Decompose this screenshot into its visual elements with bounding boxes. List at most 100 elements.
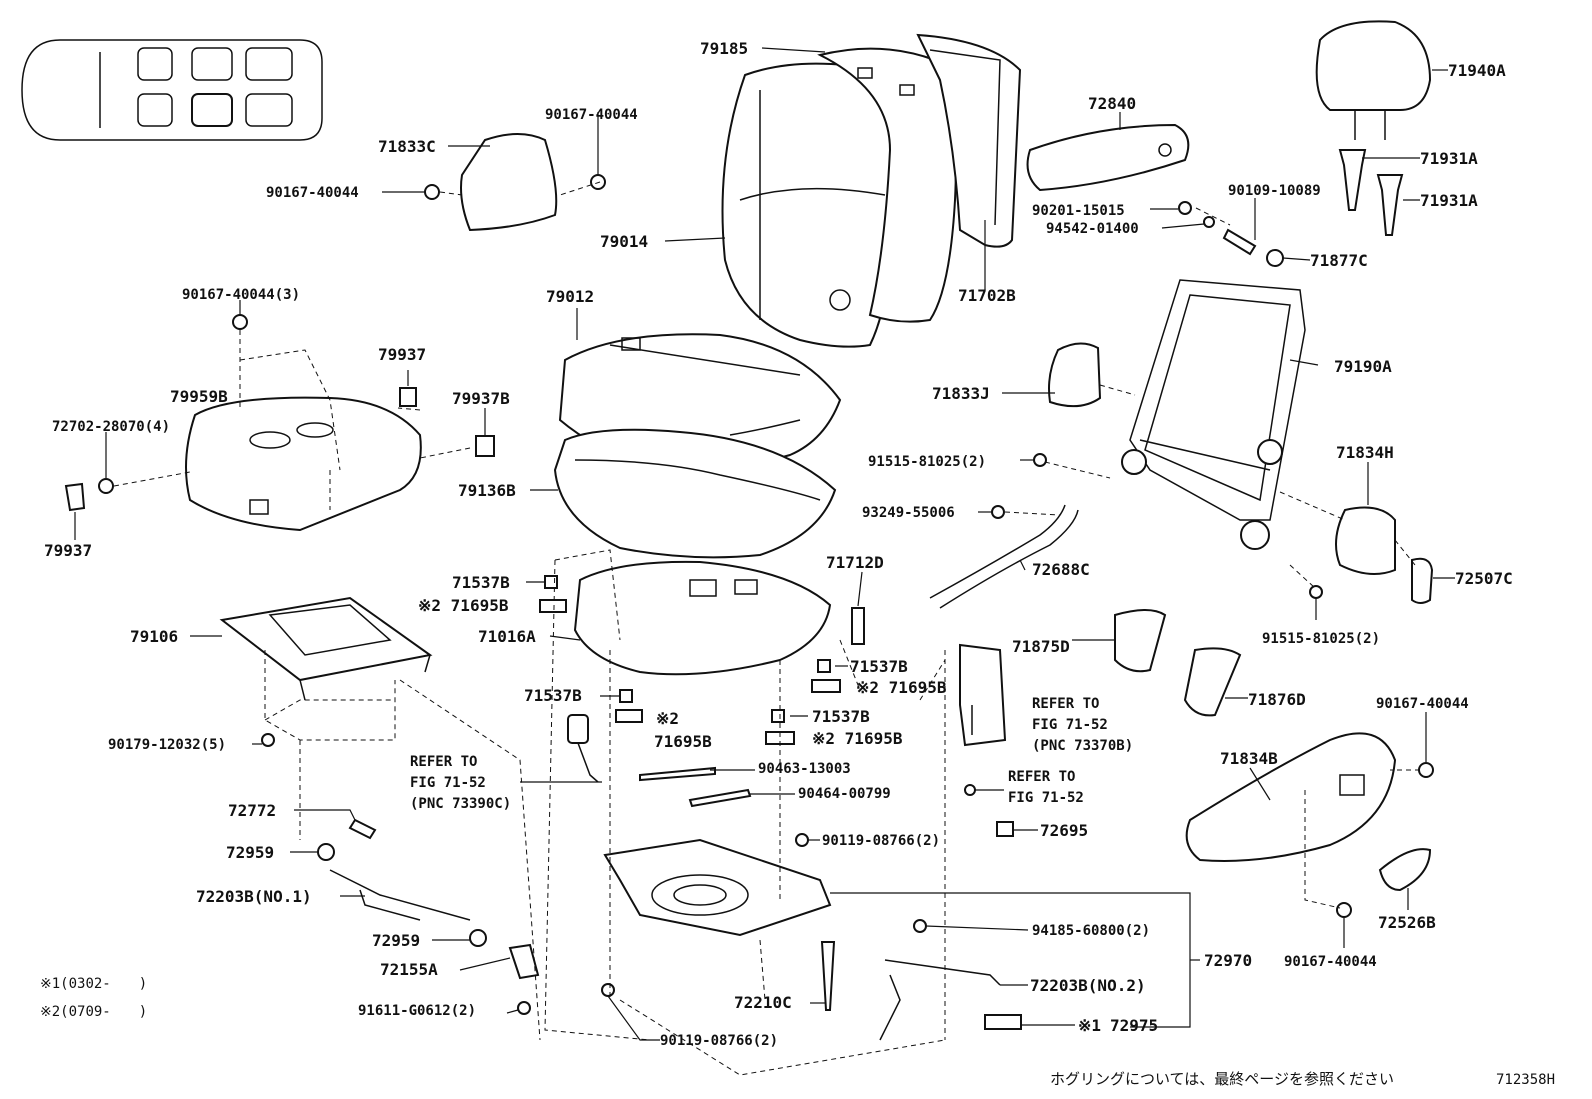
- part-label: 72970: [1204, 951, 1252, 970]
- part-label: 79937B: [452, 389, 510, 408]
- part-label: 79937: [378, 345, 426, 364]
- part-label: 90201-15015: [1032, 203, 1125, 219]
- label-72975: [984, 1014, 1022, 1030]
- label-71695B-b: [811, 679, 841, 693]
- bolt-91515-81025-a: [1033, 453, 1047, 467]
- part-label: 71931A: [1420, 191, 1478, 210]
- figure-code: 712358H: [1496, 1072, 1555, 1088]
- part-label: 91515-81025(2): [1262, 631, 1380, 647]
- clip-72210C: [820, 941, 836, 1011]
- part-label: 90167-40044: [1376, 696, 1469, 712]
- part-label: 72702-28070(4): [52, 419, 170, 435]
- part-label: 72155A: [380, 960, 438, 979]
- part-label: 91515-81025(2): [868, 454, 986, 470]
- part-label: 71833J: [932, 384, 990, 403]
- part-label: 79106: [130, 627, 178, 646]
- bolt-93249-55006: [991, 505, 1005, 519]
- part-label: ※1: [1078, 1016, 1101, 1035]
- pad-71537B-d: [771, 709, 785, 723]
- clip-79937-a: [399, 387, 417, 407]
- clip-79937-b: [64, 482, 86, 512]
- footnotes: ※1(0302- ) ※2(0709- ): [40, 976, 147, 1020]
- seatback-board-71702B: [916, 33, 1022, 248]
- leader-lines: [74, 47, 1455, 1041]
- refer-line: REFER TO: [1032, 696, 1099, 712]
- cap-71877C: [1266, 249, 1284, 267]
- part-label: 71537B: [812, 707, 870, 726]
- screw-90167-40044-3: [232, 314, 248, 330]
- refer-line: FIG 71-52: [1008, 790, 1084, 806]
- part-label: 72840: [1088, 94, 1136, 113]
- part-label: 71940A: [1448, 61, 1506, 80]
- panel-71876D: [1183, 647, 1242, 717]
- part-label: 71537B: [452, 573, 510, 592]
- part-label: 90179-12032(5): [108, 737, 226, 753]
- assembly-lines: [113, 181, 1420, 1076]
- part-label: 79012: [546, 287, 594, 306]
- part-label: 93249-55006: [862, 505, 955, 521]
- part-label: 79014: [600, 232, 648, 251]
- cable-72688C: [929, 504, 1079, 609]
- part-label: 79136B: [458, 481, 516, 500]
- screw-90167-40044-d: [1336, 902, 1352, 918]
- cover-71833C: [460, 133, 558, 232]
- footnote-1: ※1(0302- ): [40, 976, 147, 992]
- seatback-frame-79190A: [1121, 279, 1306, 550]
- part-label: 94185-60800(2): [1032, 923, 1150, 939]
- part-label: 91611-G0612(2): [358, 1003, 476, 1019]
- part-label: 71016A: [478, 627, 536, 646]
- part-label: 79190A: [1334, 357, 1392, 376]
- buckle-left: [567, 714, 599, 783]
- part-label: 72975: [1110, 1016, 1158, 1035]
- footer-note: ホグリングについては、最終ページを参照ください: [1050, 1070, 1394, 1088]
- refer-line: FIG 71-52: [410, 775, 486, 791]
- label-71695B-c: [615, 709, 643, 723]
- part-label: 71537B: [850, 657, 908, 676]
- part-label: 90119-08766(2): [822, 833, 940, 849]
- headrest-support-71931A: [1338, 149, 1404, 236]
- part-label: 94542-01400: [1046, 221, 1139, 237]
- armrest-72840: [1026, 123, 1190, 192]
- bracket-72155A: [508, 943, 540, 980]
- pad-71537B-b: [817, 659, 831, 673]
- part-label: ※2 71695B: [856, 678, 947, 697]
- part-label: 71537B: [524, 686, 582, 705]
- refer-note-right: REFER TO FIG 71-52 (PNC 73370B): [1032, 696, 1133, 754]
- under-cover-79959B: [185, 396, 422, 532]
- seatback-cover-79014: [721, 62, 897, 348]
- band-90464-00799: [688, 788, 752, 808]
- cover-71834H: [1335, 506, 1396, 575]
- bolt-94542-01400: [1203, 216, 1215, 228]
- part-label: 71712D: [826, 553, 884, 572]
- footnote-2: ※2(0709- ): [40, 1004, 147, 1020]
- label-71695B-a: [539, 599, 567, 613]
- screw-90167-40044-c: [1418, 762, 1434, 778]
- headrest-71940A: [1315, 20, 1432, 140]
- part-label: 72772: [228, 801, 276, 820]
- part-label: 72210C: [734, 993, 792, 1012]
- bolt-90119-08766-b: [601, 983, 615, 997]
- part-label: 71702B: [958, 286, 1016, 305]
- part-label: 79185: [700, 39, 748, 58]
- bolt-90109-10089: [1222, 228, 1257, 256]
- footer: ホグリングについては、最終ページを参照ください 712358H: [1050, 1070, 1555, 1088]
- part-labels: 79185 90167-40044 71833C 90167-40044 790…: [44, 39, 1513, 1049]
- screw-90167-40044-b: [590, 174, 606, 190]
- part-label: 72203B(NO.2): [1030, 976, 1146, 995]
- refer-line: REFER TO: [1008, 769, 1075, 785]
- rod-72203B-1: [329, 869, 471, 921]
- vehicle-locator-icon: [21, 39, 323, 141]
- panel-71875D: [1114, 609, 1167, 673]
- part-label: 72203B(NO.1): [196, 887, 312, 906]
- nut-94185-60800: [913, 919, 927, 933]
- bolt-91611-G0612: [517, 1001, 531, 1015]
- refer-line: (PNC 73370B): [1032, 738, 1133, 754]
- part-label: ※2 71695B: [812, 729, 903, 748]
- part-label: 72959: [372, 931, 420, 950]
- clip-71712D: [851, 607, 865, 645]
- band-90463-13003: [639, 766, 716, 782]
- belt-right: [959, 643, 1007, 747]
- rod-72203B-2: [879, 959, 1001, 1041]
- part-label: 79959B: [170, 387, 228, 406]
- part-label: 90167-40044: [545, 107, 638, 123]
